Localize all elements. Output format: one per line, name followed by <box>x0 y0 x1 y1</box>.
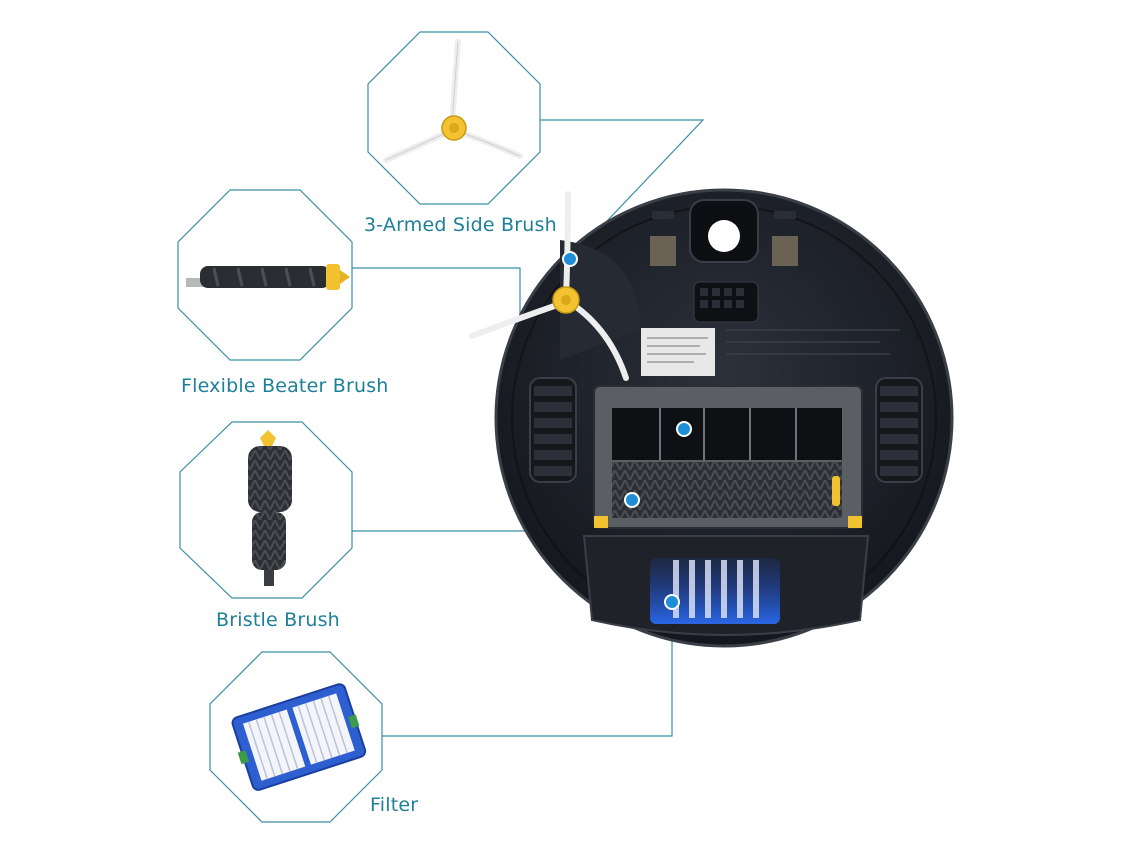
marker-dots <box>562 251 692 610</box>
connector-side-brush <box>540 119 705 261</box>
side-brush-thumbnail <box>383 39 523 163</box>
octagon-frames <box>177 31 541 823</box>
octagon-side-brush <box>367 31 541 205</box>
label-bristle-brush: Bristle Brush <box>216 609 340 631</box>
octagon-bristle-brush <box>179 421 353 599</box>
marker-beater-brush <box>676 421 692 437</box>
label-side-brush: 3-Armed Side Brush <box>364 214 557 236</box>
octagon-beater-brush <box>177 189 353 361</box>
marker-side-brush <box>562 251 578 267</box>
filter-thumbnail <box>231 683 367 791</box>
marker-filter <box>664 594 680 610</box>
label-filter: Filter <box>370 794 419 816</box>
robot-vacuum-underside <box>469 188 954 648</box>
bristle-brush-thumbnail <box>248 430 292 586</box>
connector-filter <box>382 602 673 737</box>
right-wheel <box>875 377 923 483</box>
marker-bristle-brush <box>624 492 640 508</box>
left-wheel <box>529 377 577 483</box>
label-beater-brush: Flexible Beater Brush <box>181 375 389 397</box>
beater-brush-thumbnail <box>186 264 350 290</box>
octagon-filter <box>209 651 383 823</box>
